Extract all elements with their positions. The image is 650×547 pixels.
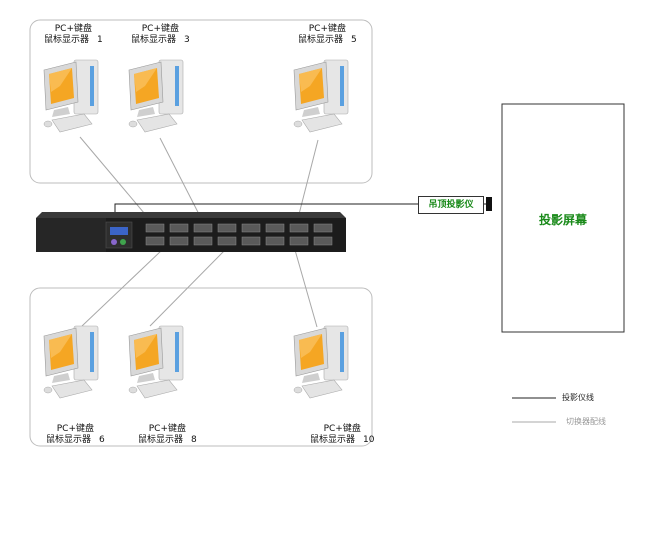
projector-plug-icon: [486, 197, 492, 211]
switch-ports: [145, 223, 333, 246]
top-group-box: [29, 19, 373, 184]
workstations: [43, 59, 349, 399]
switch-port-icon: [193, 223, 213, 233]
switch-port-icon: [265, 223, 285, 233]
screen-label: 投影屏幕: [538, 213, 587, 227]
ps2-port-icon: [120, 239, 126, 245]
switch-port-icon: [313, 236, 333, 246]
computer-icon: [128, 325, 184, 399]
projector-label: 吊顶投影仪: [418, 196, 484, 214]
switch-port-icon: [241, 236, 261, 246]
switch-port-icon: [217, 236, 237, 246]
cable-ws8: [149, 249, 226, 327]
computer-icon: [43, 325, 99, 399]
projection-screen: [501, 103, 625, 333]
cable-ws3: [159, 137, 206, 227]
computer-icon: [293, 325, 349, 399]
switch-port-icon: [169, 223, 189, 233]
computer-icon: [293, 59, 349, 133]
kvm-switch: [36, 212, 346, 252]
switch-port-icon: [289, 236, 309, 246]
switch-cables: [79, 136, 319, 328]
cable-ws6: [81, 249, 163, 327]
cable-ws10: [294, 249, 318, 328]
switch-port-icon: [265, 236, 285, 246]
switch-port-icon: [241, 223, 261, 233]
switch-port-icon: [217, 223, 237, 233]
bottom-group-box: [29, 287, 373, 447]
ps2-port-icon: [111, 239, 117, 245]
switch-port-icon: [313, 223, 333, 233]
computer-icon: [128, 59, 184, 133]
switch-port-icon: [193, 236, 213, 246]
cable-ws1: [79, 136, 156, 227]
switch-port-icon: [169, 236, 189, 246]
switch-port-icon: [145, 223, 165, 233]
switch-port-icon: [145, 236, 165, 246]
vga-port-icon: [110, 227, 128, 235]
computer-icon: [43, 59, 99, 133]
legend-label-projector: 投影仪线: [562, 393, 594, 402]
switch-port-icon: [289, 223, 309, 233]
cable-ws5: [295, 139, 319, 227]
legend-label-switch: 切换器配线: [566, 417, 606, 426]
